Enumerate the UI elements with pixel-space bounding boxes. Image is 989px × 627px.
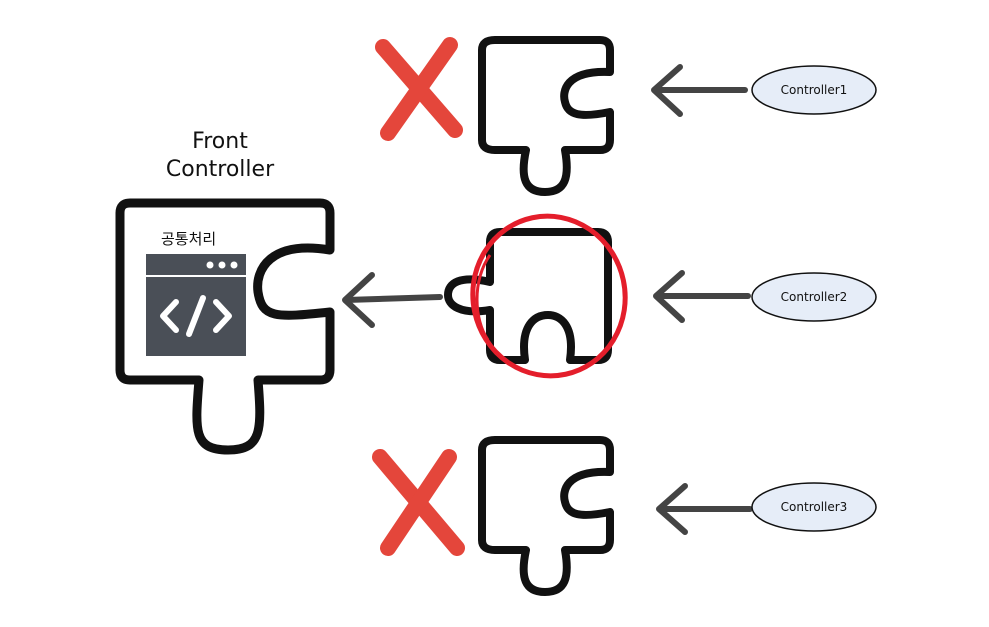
arrow-left-icon (342, 272, 443, 328)
front-controller-title-line1: Front (192, 129, 248, 154)
controller3-piece (478, 436, 614, 596)
controller3-node (751, 482, 877, 532)
common-processing-label: 공통처리 (161, 230, 217, 248)
controller1-node (751, 65, 877, 115)
controller2-piece (444, 228, 612, 364)
front-controller-title-line2: Controller (165, 157, 275, 182)
arrow-left-icon (656, 483, 753, 535)
x-mark-icon (372, 449, 465, 556)
controller2-node (751, 272, 877, 322)
front-controller-title: Front Controller (150, 128, 290, 184)
arrow-left-icon (651, 64, 748, 117)
controller2-label: Controller2 (780, 290, 848, 304)
x-mark-icon (375, 37, 463, 141)
controller1-label: Controller1 (780, 83, 848, 97)
arrow-left-icon (653, 270, 751, 323)
controller3-label: Controller3 (780, 500, 848, 514)
selected-circle-highlight (470, 213, 628, 379)
controller1-piece (478, 36, 614, 196)
code-window-icon (146, 254, 246, 356)
